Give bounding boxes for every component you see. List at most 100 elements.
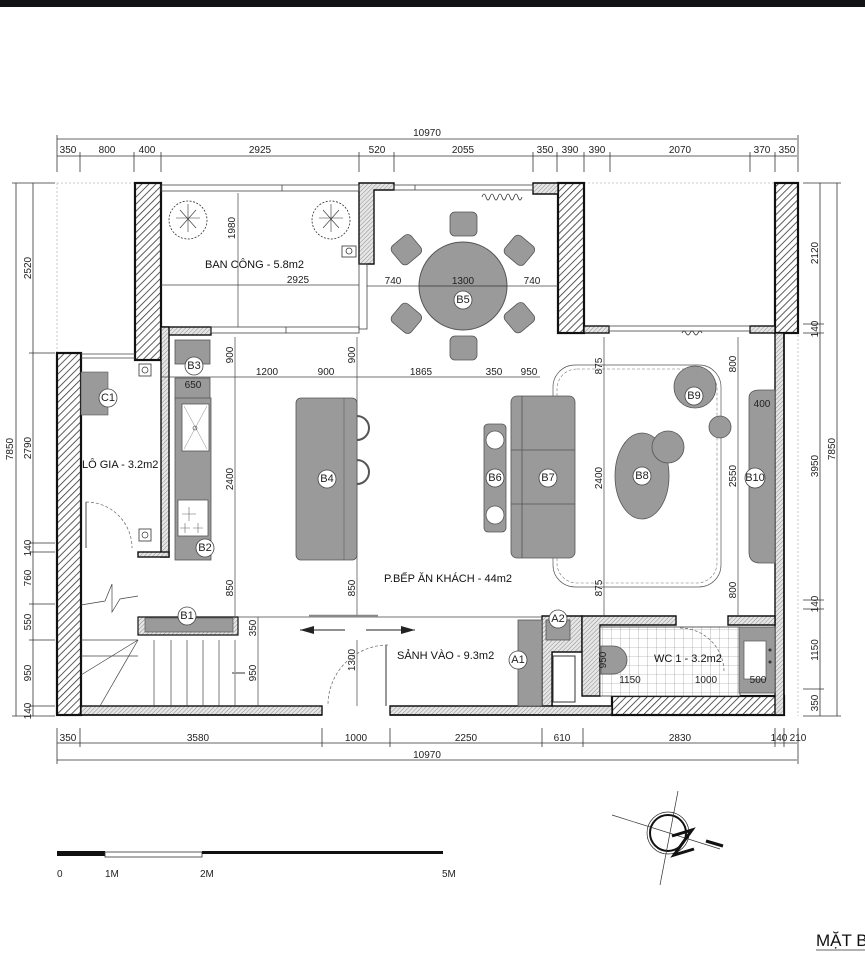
svg-text:2550: 2550 [728, 464, 739, 487]
wc-door-swing [679, 627, 725, 673]
svg-text:900: 900 [225, 346, 236, 363]
svg-text:875: 875 [594, 579, 605, 596]
svg-text:350: 350 [60, 733, 77, 744]
room-label-balcony: BAN CÔNG - 5.8m2 [205, 258, 304, 271]
shaft [552, 655, 576, 703]
door-swing [85, 501, 133, 549]
svg-text:350: 350 [248, 619, 259, 636]
wall-balcony-left [133, 181, 163, 362]
svg-text:140: 140 [810, 320, 821, 337]
drain-icon [138, 363, 152, 377]
structural-walls [55, 181, 800, 717]
left-dimension-labels: 7850 2520 2790 140 760 550 950 140 [5, 256, 34, 719]
svg-text:740: 740 [524, 276, 541, 287]
tag-b5: B5 [456, 294, 469, 306]
tag-b1: B1 [180, 610, 193, 622]
svg-text:2M: 2M [200, 869, 214, 880]
wall-dining-top-right [532, 182, 559, 195]
bar-stool [356, 415, 370, 441]
svg-text:0: 0 [57, 869, 63, 880]
right-dimension-labels: 2120 140 3950 140 1150 350 7850 [810, 241, 838, 711]
frame-lines [81, 333, 785, 716]
tag-b9: B9 [687, 390, 700, 402]
svg-text:2925: 2925 [249, 145, 272, 156]
svg-text:2925: 2925 [287, 275, 310, 286]
room-label-kitchen-living: P.BẾP ĂN KHÁCH - 44m2 [384, 572, 512, 585]
drawing-title: MẶT B [816, 931, 865, 950]
svg-text:950: 950 [23, 664, 34, 681]
tag-labels: A1 A2 B1 B2 B3 B4 B5 B6 B7 B8 B9 B10 C1 [101, 294, 765, 666]
svg-text:650: 650 [185, 380, 202, 391]
svg-text:350: 350 [779, 145, 796, 156]
svg-text:610: 610 [554, 733, 571, 744]
drain-icon [341, 245, 357, 258]
dining-set: 740 1300 740 [367, 211, 558, 361]
living-area: 875 2400 875 800 2550 800 400 P.BẾP ĂN K… [384, 337, 776, 616]
drain-icon [138, 528, 152, 542]
svg-text:2830: 2830 [669, 733, 692, 744]
svg-text:400: 400 [754, 399, 771, 410]
svg-text:390: 390 [562, 145, 579, 156]
svg-text:2250: 2250 [455, 733, 478, 744]
tag-a2: A2 [551, 613, 564, 625]
svg-text:875: 875 [594, 357, 605, 374]
tag-b3: B3 [187, 360, 200, 372]
svg-text:1150: 1150 [619, 675, 641, 686]
svg-text:1000: 1000 [695, 675, 718, 686]
svg-text:550: 550 [23, 613, 34, 630]
bar-stool [356, 459, 370, 485]
window-top-bar [0, 0, 865, 7]
svg-text:5M: 5M [442, 869, 456, 880]
svg-text:2400: 2400 [594, 466, 605, 489]
svg-text:140: 140 [810, 595, 821, 612]
wall-dining-left-top [358, 182, 395, 265]
svg-text:2790: 2790 [23, 436, 34, 459]
sink-icon [743, 640, 767, 680]
svg-text:140: 140 [771, 733, 788, 744]
tag-c1: C1 [101, 392, 115, 404]
svg-text:400: 400 [139, 145, 156, 156]
radiator-living [681, 330, 703, 336]
overall-width-top: 10970 [413, 128, 441, 139]
svg-text:2120: 2120 [810, 241, 821, 264]
main-door-swing [327, 644, 389, 707]
svg-text:2400: 2400 [225, 467, 236, 490]
svg-text:3580: 3580 [187, 733, 210, 744]
svg-text:1980: 1980 [227, 216, 238, 239]
wall-west [55, 351, 83, 717]
dining-chairs [390, 211, 536, 361]
cooktop-icon [177, 499, 209, 537]
tag-b2: B2 [198, 542, 211, 554]
svg-text:1M: 1M [105, 869, 119, 880]
svg-text:1200: 1200 [256, 367, 279, 378]
svg-text:800: 800 [728, 355, 739, 372]
scale-bar: 0 1M 2M 5M [57, 851, 456, 880]
room-label-wc: WC 1 - 3.2m2 [654, 653, 722, 665]
svg-text:1300: 1300 [347, 648, 358, 671]
furniture-tags [98, 290, 766, 670]
windows [81, 184, 751, 359]
tag-b7: B7 [541, 472, 554, 484]
bottom-dimension-chain [56, 728, 799, 764]
tag-b4: B4 [320, 473, 333, 485]
svg-text:800: 800 [99, 145, 116, 156]
svg-text:740: 740 [385, 276, 402, 287]
svg-text:370: 370 [754, 145, 771, 156]
right-dimension-chain [803, 182, 841, 717]
svg-text:1300: 1300 [452, 276, 475, 287]
left-dimension-chain [12, 182, 55, 717]
top-dimension-labels: 350 800 400 2925 520 2055 350 390 390 20… [60, 145, 796, 156]
tag-b6: B6 [488, 472, 501, 484]
balcony-room: 1980 2925 BAN CÔNG - 5.8m2 [161, 193, 359, 327]
wall-wc-bottom [610, 694, 786, 717]
svg-text:500: 500 [750, 675, 767, 686]
svg-text:350: 350 [810, 694, 821, 711]
tag-b8: B8 [635, 470, 648, 482]
radiator-dining [481, 193, 523, 201]
svg-text:520: 520 [369, 145, 386, 156]
svg-text:1150: 1150 [810, 639, 821, 661]
svg-text:210: 210 [790, 733, 807, 744]
svg-text:800: 800 [728, 581, 739, 598]
wall-living-top-right [773, 181, 800, 335]
